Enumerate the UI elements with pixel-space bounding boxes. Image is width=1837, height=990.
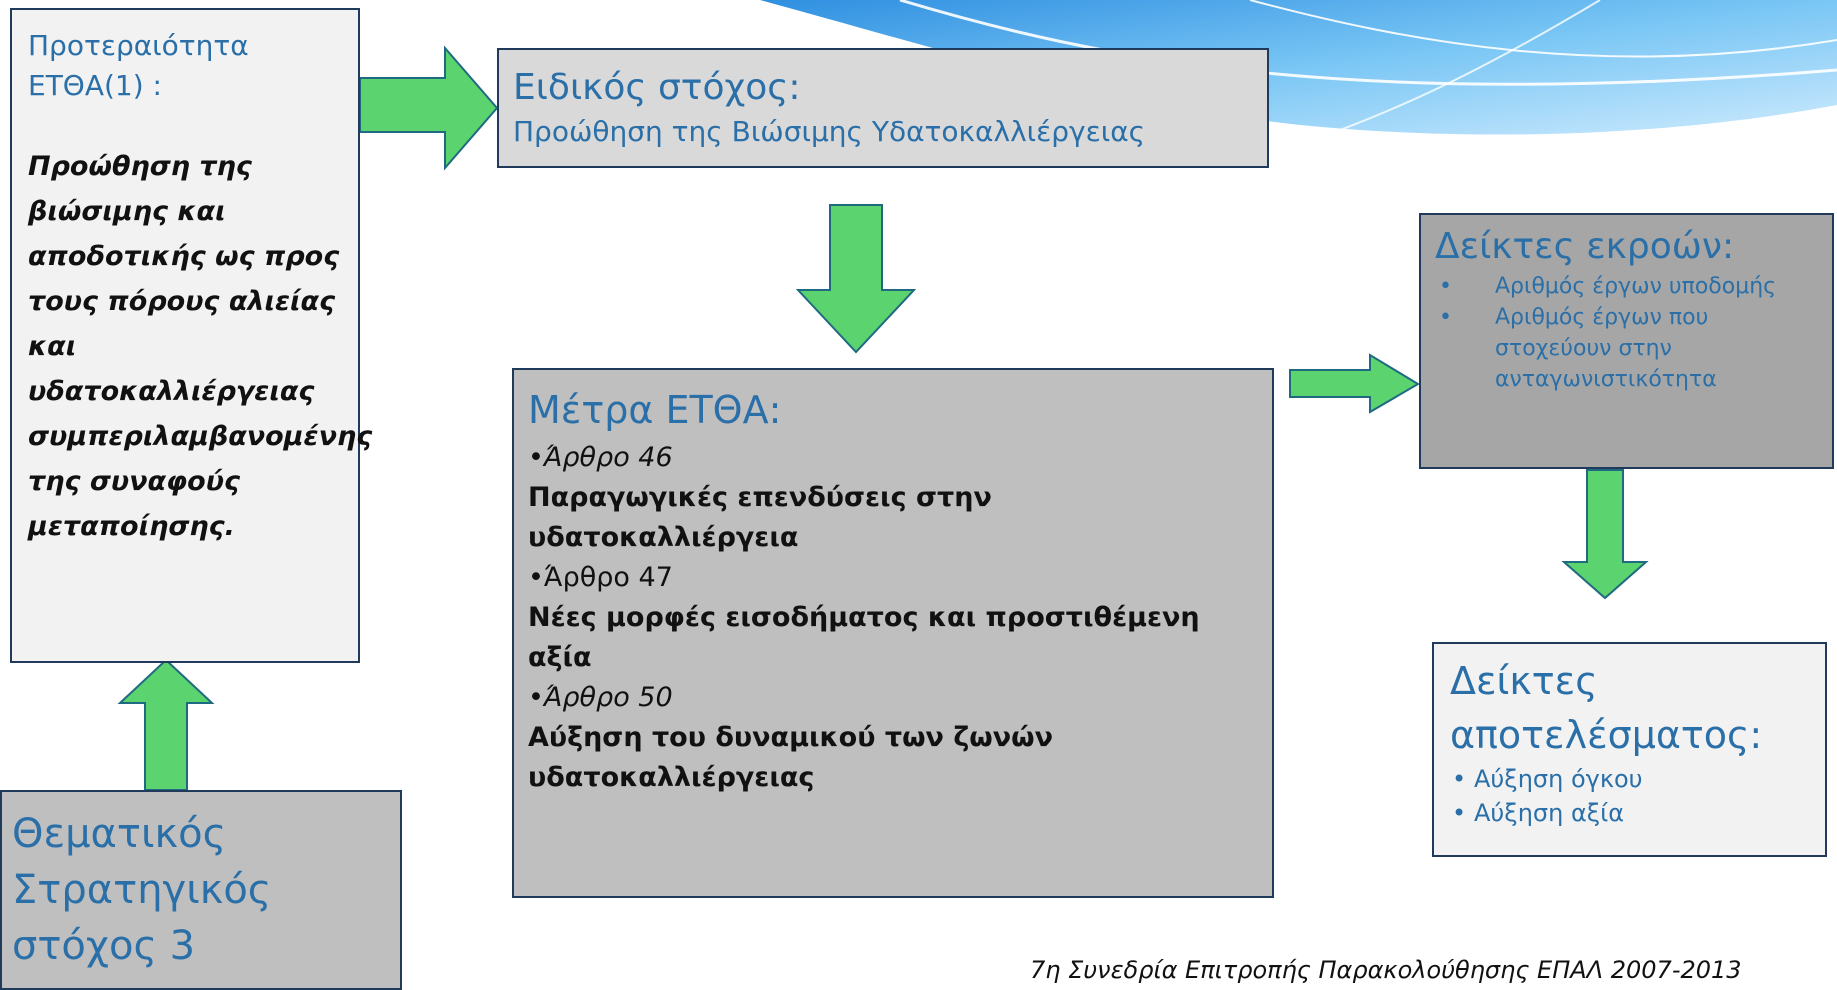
bullet-icon: • — [1439, 305, 1452, 330]
measure-description-47: Νέες μορφές εισοδήματος και προστιθέμενη… — [528, 602, 1200, 673]
measure-description-46: Παραγωγικές επενδύσεις στην υδατοκαλλιέρ… — [528, 482, 992, 553]
bullet-icon: • — [1439, 274, 1452, 299]
thematic-objective-box: Θεματικός Στρατηγικός στόχος 3 — [0, 790, 402, 990]
bullet-icon: • — [1452, 799, 1467, 827]
list-item: •Αριθμός έργων υποδομής — [1435, 271, 1818, 302]
result-indicators-title: Δείκτες αποτελέσματος: — [1450, 659, 1763, 757]
measure-article-47: •Άρθρο 47 — [528, 562, 673, 593]
measure-description-50: Αύξηση του δυναμικού των ζωνών υδατοκαλλ… — [528, 722, 1053, 793]
result-indicators-list: •Αύξηση όγκου •Αύξηση αξία — [1450, 762, 1809, 830]
output-indicators-title: Δείκτες εκροών: — [1435, 226, 1735, 267]
bullet-icon: • — [1452, 765, 1467, 793]
output-indicators-box: Δείκτες εκροών: •Αριθμός έργων υποδομής … — [1419, 213, 1834, 469]
list-item: •Αύξηση αξία — [1450, 796, 1809, 830]
specific-objective-title: Ειδικός στόχος: — [513, 67, 801, 108]
priority-box: Προτεραιότητα ΕΤΘΑ(1) : Προώθηση της βιώ… — [10, 8, 373, 663]
measure-article-50: •Άρθρο 50 — [528, 682, 673, 713]
list-item: •Αύξηση όγκου — [1450, 762, 1809, 796]
measures-title: Μέτρα ΕΤΘΑ: — [528, 388, 782, 432]
result-indicators-box: Δείκτες αποτελέσματος: •Αύξηση όγκου •Αύ… — [1432, 642, 1827, 857]
specific-objective-text: Προώθηση της Βιώσιμης Υδατοκαλλιέργειας — [513, 115, 1146, 148]
measures-box: Μέτρα ΕΤΘΑ: •Άρθρο 46 Παραγωγικές επενδύ… — [512, 368, 1274, 898]
specific-objective-box: Ειδικός στόχος: Προώθηση της Βιώσιμης Υδ… — [497, 48, 1269, 168]
priority-text: Προώθηση της βιώσιμης και αποδοτικής ως … — [28, 151, 373, 542]
measure-article-46: •Άρθρο 46 — [528, 442, 673, 473]
list-item: •Αριθμός έργων που στοχεύουν στην ανταγω… — [1435, 302, 1818, 395]
priority-heading: Προτεραιότητα ΕΤΘΑ(1) : — [28, 29, 249, 102]
thematic-objective-title: Θεματικός Στρατηγικός στόχος 3 — [12, 811, 272, 969]
output-indicators-list: •Αριθμός έργων υποδομής •Αριθμός έργων π… — [1435, 271, 1818, 395]
footer-caption: 7η Συνεδρία Επιτροπής Παρακολούθησης ΕΠΑ… — [1030, 956, 1742, 984]
